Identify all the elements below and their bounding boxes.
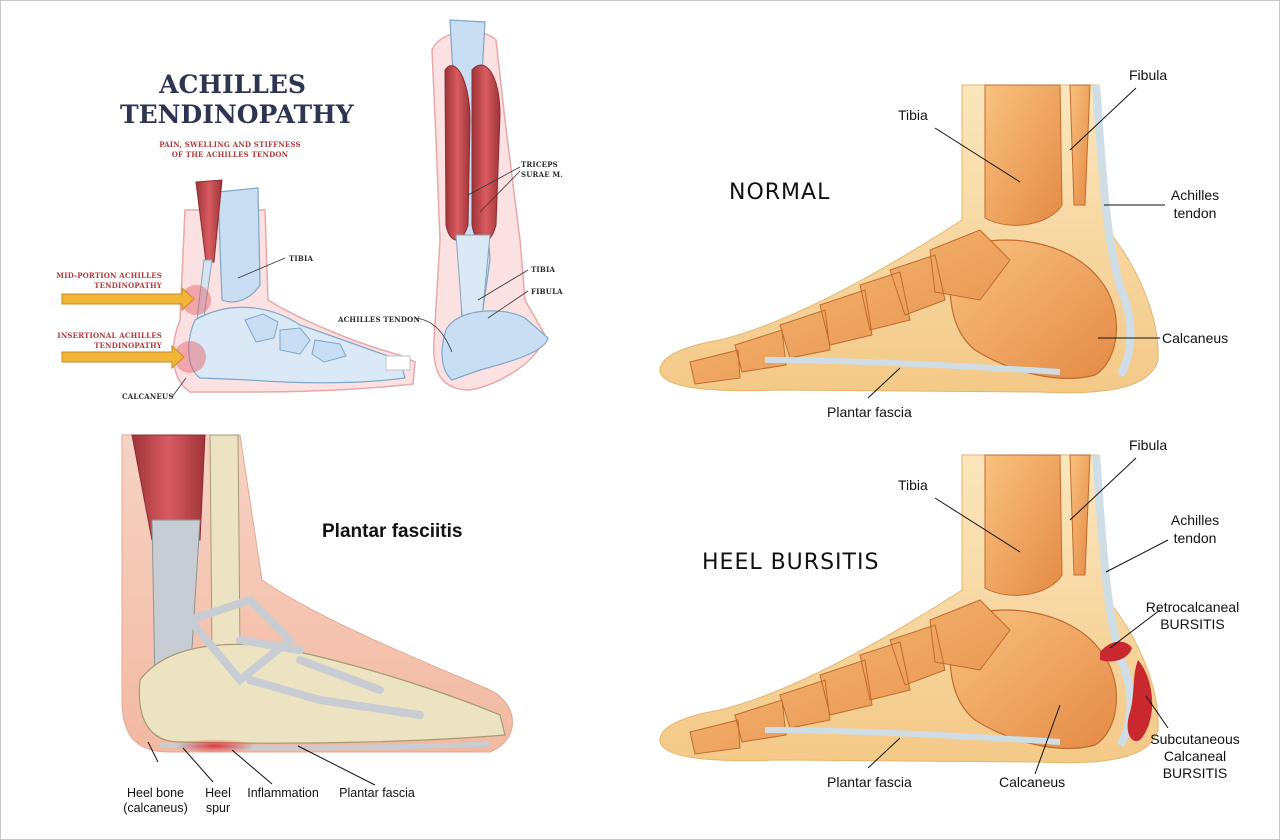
heel-bone-label-line1: Heel bone [127, 786, 184, 800]
inflammation-label: Inflammation [247, 786, 319, 800]
normal-achilles-line2: tendon [1173, 205, 1217, 221]
normal-fibula-label: Fibula [1129, 67, 1168, 83]
heel-bone-label-line2: (calcaneus) [123, 801, 188, 815]
achilles-side-foot [61, 179, 416, 398]
normal-tibia-label: Tibia [898, 107, 928, 123]
triceps-label-line2: SURAE M. [521, 170, 563, 179]
insertional-label-line1: INSERTIONAL ACHILLES [57, 331, 162, 340]
retrocalcaneal-label-line2: BURSITIS [1160, 616, 1225, 632]
normal-foot [659, 84, 1165, 399]
tibia-back-label: TIBIA [531, 265, 556, 274]
plantar-fascia-label: Plantar fascia [339, 786, 415, 800]
achilles-subtitle-line2: OF THE ACHILLES TENDON [171, 150, 289, 159]
fibula-back-label: FIBULA [531, 287, 563, 296]
triceps-label-line1: TRICEPS [521, 160, 558, 169]
mid-portion-label-line2: TENDINOPATHY [94, 281, 162, 290]
bursitis-achilles-line2: tendon [1173, 530, 1217, 546]
achilles-tendon-back-label: ACHILLES TENDON [338, 315, 421, 324]
normal-calcaneus-label: Calcaneus [1162, 330, 1229, 346]
normal-achilles-line1: Achilles [1170, 187, 1220, 203]
retrocalcaneal-label-line1: Retrocalcaneal [1145, 599, 1240, 615]
normal-heading: NORMAL [729, 180, 831, 205]
subcutaneous-label-line1: Subcutaneous [1150, 731, 1240, 747]
subcutaneous-label-line3: BURSITIS [1162, 765, 1228, 781]
achilles-back-leg [414, 19, 549, 391]
bursitis-tibia-label: Tibia [898, 477, 928, 493]
bursitis-fibula-label: Fibula [1129, 437, 1168, 453]
heel-spur-label-line2: spur [205, 801, 231, 815]
normal-plantar-fascia-label: Plantar fascia [827, 404, 912, 420]
achilles-title-line2: TENDINOPATHY [120, 100, 354, 129]
subcutaneous-label-line2: Calcaneal [1163, 748, 1227, 764]
tibia-side-label: TIBIA [289, 254, 314, 263]
achilles-subtitle-line1: PAIN, SWELLING AND STIFFNESS [159, 140, 301, 149]
heel-spur-label-line1: Heel [205, 786, 231, 800]
mid-portion-label-line1: MID-PORTION ACHILLES [56, 271, 162, 280]
heel-bursitis-foot [659, 454, 1169, 775]
calcaneus-side-label: CALCANEUS [122, 392, 174, 401]
plantar-fasciitis-foot [121, 434, 513, 786]
insertional-label-line2: TENDINOPATHY [94, 341, 162, 350]
bursitis-achilles-line1: Achilles [1170, 512, 1220, 528]
bursitis-plantar-fascia-label: Plantar fascia [827, 774, 912, 790]
plantar-heading: Plantar fasciitis [322, 521, 463, 542]
achilles-title-line1: ACHILLES [159, 70, 306, 99]
bursitis-heading: HEEL BURSITIS [702, 550, 880, 575]
bursitis-calcaneus-label: Calcaneus [999, 774, 1066, 790]
